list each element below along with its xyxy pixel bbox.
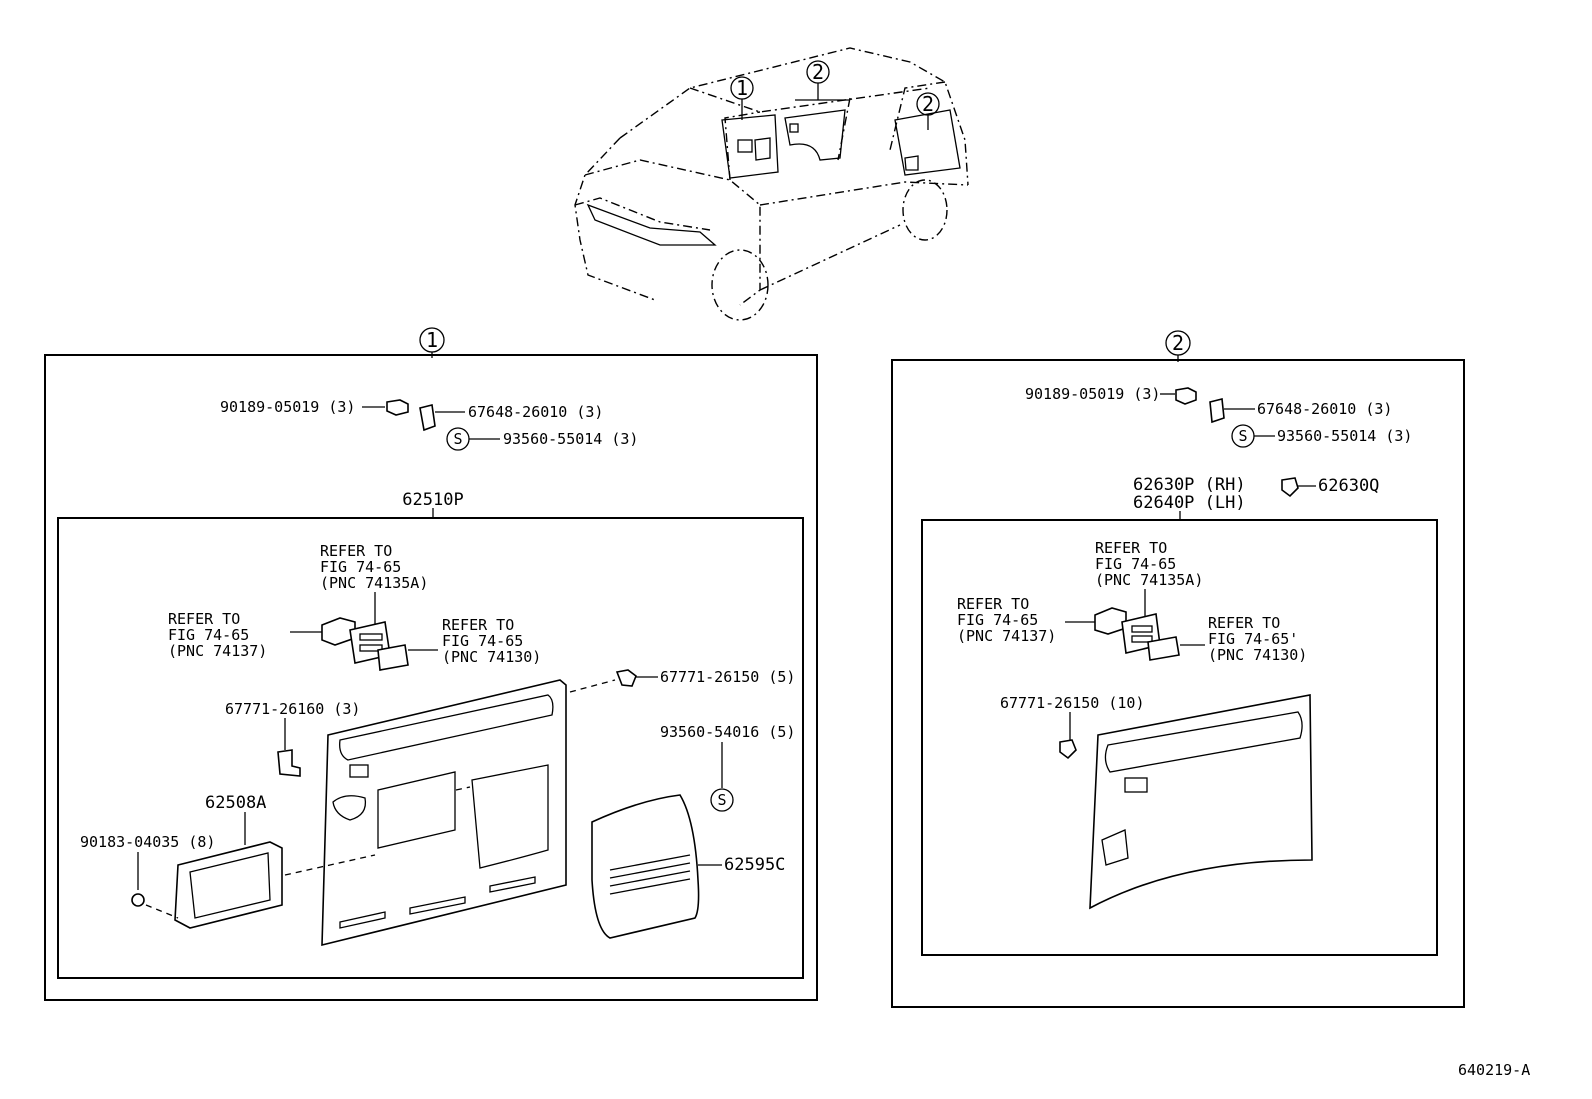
van-callout-2b: 2	[922, 92, 934, 116]
label-box-1[interactable]: 62508A	[205, 793, 266, 813]
label-clip-b-2[interactable]: 67771-26150 (10)	[1000, 694, 1145, 712]
label-screw-1[interactable]: 93560-55014 (3)	[503, 430, 638, 448]
van-callout-2a: 2	[812, 60, 824, 84]
van-callout-1: 1	[736, 76, 748, 100]
panel-1: 1 90189-05019 (3) 67648-26010 (3) S 9356…	[44, 327, 818, 1001]
refer-b2-line2[interactable]: FIG 74-65	[957, 611, 1038, 629]
refer-a-line2[interactable]: FIG 74-65	[320, 558, 401, 576]
panel-2-frame	[891, 359, 1465, 1008]
label-board-lh[interactable]: 62640P (LH)	[1133, 493, 1246, 513]
s-mark-2: S	[1238, 427, 1247, 445]
nut-icon	[131, 893, 145, 907]
refer-a-line3[interactable]: (PNC 74135A)	[320, 574, 428, 592]
refer-b2-line1[interactable]: REFER TO	[957, 595, 1029, 613]
clip-b-icon-2	[1059, 739, 1077, 760]
label-bolt-2[interactable]: 90189-05019 (3)	[1025, 385, 1160, 403]
s-mark-1b: S	[717, 791, 726, 809]
refer-c2-line3[interactable]: (PNC 74130)	[1208, 646, 1307, 664]
refer-a2-line1[interactable]: REFER TO	[1095, 539, 1167, 557]
panel-1-inner-frame	[57, 517, 804, 979]
bracket-icon-2	[1209, 398, 1225, 424]
bolt-icon-2	[1175, 387, 1197, 405]
panel-1-frame	[44, 354, 818, 1001]
label-board-1[interactable]: 62510P	[402, 490, 463, 510]
refer-b-line3[interactable]: (PNC 74137)	[168, 642, 267, 660]
refer-a2-line3[interactable]: (PNC 74135A)	[1095, 571, 1203, 589]
label-nut-1[interactable]: 90183-04035 (8)	[80, 833, 215, 851]
switch-housing-icon-2	[1094, 607, 1127, 635]
switch-cover-icon-2	[1147, 636, 1180, 661]
panel-1-callout: 1	[426, 328, 438, 352]
van-illustration: 1 2 2	[574, 47, 969, 321]
label-clip-2[interactable]: 62630Q	[1318, 476, 1379, 496]
label-clip-small-1[interactable]: 67771-26150 (5)	[660, 668, 795, 686]
refer-a-line1[interactable]: REFER TO	[320, 542, 392, 560]
refer-c-line2[interactable]: FIG 74-65	[442, 632, 523, 650]
bolt-icon	[386, 399, 409, 416]
refer-b-line1[interactable]: REFER TO	[168, 610, 240, 628]
label-screw-2[interactable]: 93560-55014 (3)	[1277, 427, 1412, 445]
refer-a2-line2[interactable]: FIG 74-65	[1095, 555, 1176, 573]
trim-board-2	[1089, 694, 1313, 910]
refer-c-line3[interactable]: (PNC 74130)	[442, 648, 541, 666]
label-clip-top-1[interactable]: 67771-26160 (3)	[225, 700, 360, 718]
refer-b-line2[interactable]: FIG 74-65	[168, 626, 249, 644]
storage-box-icon	[174, 841, 283, 929]
label-bracket-1[interactable]: 67648-26010 (3)	[468, 403, 603, 421]
refer-c-line1[interactable]: REFER TO	[442, 616, 514, 634]
clip-icon	[615, 669, 637, 687]
label-screw-b-1[interactable]: 93560-54016 (5)	[660, 723, 795, 741]
figure-id: 640219-A	[1458, 1061, 1530, 1079]
clip-top-icon	[277, 749, 301, 777]
label-bolt-1[interactable]: 90189-05019 (3)	[220, 398, 355, 416]
label-board-rh[interactable]: 62630P (RH)	[1133, 475, 1246, 495]
bracket-icon	[419, 404, 436, 432]
trim-board-1	[321, 679, 567, 947]
label-pocket-1[interactable]: 62595C	[724, 855, 785, 875]
s-mark-1: S	[453, 430, 462, 448]
panel-2-callout: 2	[1172, 331, 1184, 355]
clip-icon-2	[1281, 477, 1299, 498]
refer-b2-line3[interactable]: (PNC 74137)	[957, 627, 1056, 645]
refer-c2-line1[interactable]: REFER TO	[1208, 614, 1280, 632]
refer-c2-line2[interactable]: FIG 74-65'	[1208, 630, 1298, 648]
panel-2: 2 90189-05019 (3) 67648-26010 (3) S 9356…	[891, 330, 1465, 1008]
label-bracket-2[interactable]: 67648-26010 (3)	[1257, 400, 1392, 418]
switch-cover-icon	[377, 644, 409, 671]
pocket-icon	[591, 794, 700, 939]
